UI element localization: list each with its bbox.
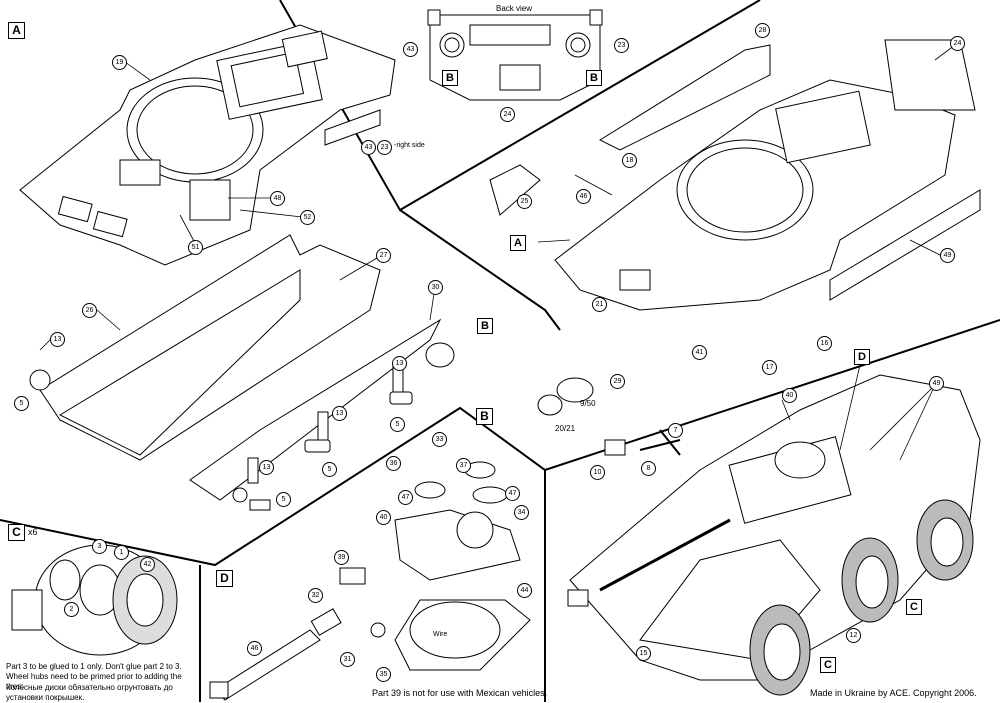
ref-c-upper: C bbox=[906, 599, 922, 615]
part3-note-en: Part 3 to be glued to 1 only. Don't glue… bbox=[6, 662, 182, 691]
part-tag: 43 bbox=[403, 42, 418, 57]
leader-lines bbox=[39, 44, 956, 461]
part-tag: 36 bbox=[386, 456, 401, 471]
part-tag: 34 bbox=[514, 505, 529, 520]
part-tag: 47 bbox=[505, 486, 520, 501]
part-tag: 5 bbox=[276, 492, 291, 507]
lower-hull bbox=[29, 234, 442, 511]
part-tag: 1 bbox=[114, 545, 129, 560]
ref-b-left: B bbox=[442, 70, 458, 86]
part-tag: 17 bbox=[762, 360, 777, 375]
exhaust-parts bbox=[537, 377, 594, 416]
part-tag: 44 bbox=[517, 583, 532, 598]
part-tag: 28 bbox=[755, 23, 770, 38]
part-tag: 46 bbox=[576, 189, 591, 204]
back-view-drawing bbox=[427, 9, 603, 101]
part-tag: 51 bbox=[188, 240, 203, 255]
part-tag: 49 bbox=[929, 376, 944, 391]
shock-absorbers bbox=[247, 342, 455, 484]
part-tag: 5 bbox=[322, 462, 337, 477]
part-tag-pair: 20/21 bbox=[555, 424, 576, 433]
turret-parts bbox=[209, 461, 531, 701]
part-tag: 13 bbox=[259, 460, 274, 475]
wheel-assembly bbox=[11, 544, 178, 656]
gun-parts bbox=[604, 429, 681, 456]
ref-a: A bbox=[510, 235, 526, 251]
part-tag: 24 bbox=[950, 36, 965, 51]
section-b-label: B bbox=[476, 408, 493, 425]
part-tag: 41 bbox=[692, 345, 707, 360]
part-tag: 40 bbox=[782, 388, 797, 403]
section-d-label: D bbox=[216, 570, 233, 587]
part-tag-pair: 9/50 bbox=[580, 399, 596, 408]
part-tag: 7 bbox=[668, 423, 683, 438]
part-tag: 13 bbox=[50, 332, 65, 347]
part-tag: 25 bbox=[517, 194, 532, 209]
part-tag: 43 bbox=[361, 140, 376, 155]
section-a-label: A bbox=[8, 22, 25, 39]
ref-d: D bbox=[854, 349, 870, 365]
part-tag: 13 bbox=[332, 406, 347, 421]
right-side-label: -right side bbox=[394, 142, 425, 149]
hull-top-a bbox=[19, 24, 396, 266]
ref-b-hull: B bbox=[477, 318, 493, 334]
part-tag: 40 bbox=[376, 510, 391, 525]
part-tag: 13 bbox=[392, 356, 407, 371]
ref-b-right: B bbox=[586, 70, 602, 86]
part-tag: 15 bbox=[636, 646, 651, 661]
part-tag: 48 bbox=[270, 191, 285, 206]
part-tag: 32 bbox=[308, 588, 323, 603]
copyright-note: Made in Ukraine by ACE. Copyright 2006. bbox=[810, 688, 977, 698]
part39-note: Part 39 is not for use with Mexican vehi… bbox=[372, 688, 548, 698]
part-tag: 49 bbox=[940, 248, 955, 263]
part-tag: 52 bbox=[300, 210, 315, 225]
part-tag: 18 bbox=[622, 153, 637, 168]
part-tag: 33 bbox=[432, 432, 447, 447]
part-tag: 29 bbox=[610, 374, 625, 389]
part-tag: 23 bbox=[614, 38, 629, 53]
part-tag: 21 bbox=[592, 297, 607, 312]
finished-vehicle bbox=[567, 374, 981, 696]
part-tag: 47 bbox=[398, 490, 413, 505]
part-tag: 19 bbox=[112, 55, 127, 70]
part-tag: 8 bbox=[641, 461, 656, 476]
part-tag: 2 bbox=[64, 602, 79, 617]
part-tag: 27 bbox=[376, 248, 391, 263]
part3-note-ru: Колёсные диски обязательно огрунтовать д… bbox=[6, 683, 173, 702]
section-c-multiplier: x6 bbox=[28, 527, 38, 537]
part-tag: 46 bbox=[247, 641, 262, 656]
part-tag: 31 bbox=[340, 652, 355, 667]
hull-top-right bbox=[489, 39, 981, 311]
section-c-label: C bbox=[8, 524, 25, 541]
part-tag: 5 bbox=[390, 417, 405, 432]
part-tag: 26 bbox=[82, 303, 97, 318]
part-tag: 23 bbox=[377, 140, 392, 155]
part-tag: 39 bbox=[334, 550, 349, 565]
wire-label: Wire bbox=[433, 631, 448, 638]
part-tag: 10 bbox=[590, 465, 605, 480]
back-view-title: Back view bbox=[496, 4, 533, 13]
part-tag: 42 bbox=[140, 557, 155, 572]
part-tag: 30 bbox=[428, 280, 443, 295]
part-tag: 12 bbox=[846, 628, 861, 643]
part-tag: 16 bbox=[817, 336, 832, 351]
part-tag: 35 bbox=[376, 667, 391, 682]
part-tag: 5 bbox=[14, 396, 29, 411]
part-tag: 3 bbox=[92, 539, 107, 554]
part-tag: 24 bbox=[500, 107, 515, 122]
part-tag: 37 bbox=[456, 458, 471, 473]
ref-c-lower: C bbox=[820, 657, 836, 673]
